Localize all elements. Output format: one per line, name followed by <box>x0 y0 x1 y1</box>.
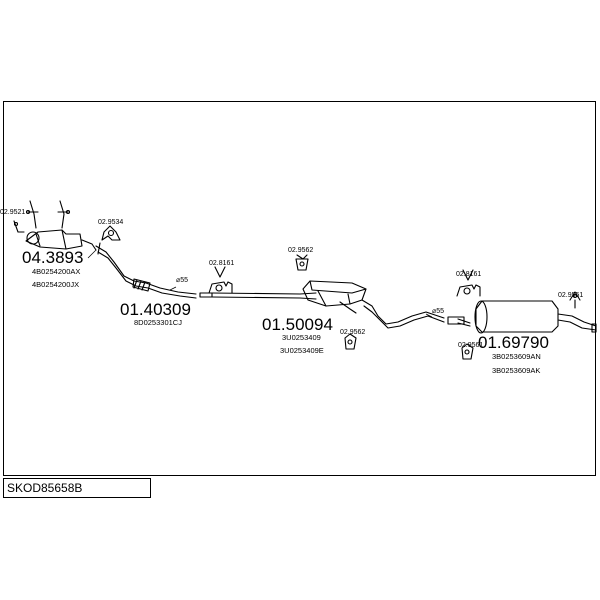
part-number: 01.69790 <box>478 333 549 352</box>
oe-reference: 3B0253609AN <box>492 352 541 361</box>
middle-pipe-shape <box>199 292 317 300</box>
accessory-label: 02.9534 <box>98 219 123 226</box>
leader-line <box>169 286 177 291</box>
hanger-02-9561-shape <box>461 343 474 360</box>
accessory-label: 02.9561 <box>458 342 483 349</box>
gasket-02-9534-shape <box>101 225 121 241</box>
accessory-label: 02.9551 <box>558 292 583 299</box>
accessory-label: 02.8161 <box>456 271 481 278</box>
oe-reference: 3B0253609AK <box>492 366 540 375</box>
oe-reference: 8D0253301CJ <box>134 318 182 327</box>
part-number: 04.3893 <box>22 248 83 267</box>
leader-line <box>87 249 97 259</box>
diagram-code: SKOD85658B <box>7 481 83 495</box>
accessory-label: 02.9562 <box>340 329 365 336</box>
part-number: 01.40309 <box>120 300 191 319</box>
oe-reference: 3U0253409E <box>280 346 324 355</box>
front-pipe-shape <box>95 242 197 299</box>
pipe-diameter-label: ⌀55 <box>432 308 444 315</box>
accessory-label: 02.9562 <box>288 247 313 254</box>
accessory-label: 02.9521 <box>0 209 25 216</box>
diagram-code-box: SKOD85658B <box>3 478 151 498</box>
pipe-diameter-label: ⌀55 <box>176 277 188 284</box>
hanger-02-9551-shape <box>569 291 581 309</box>
oe-reference: 3U0253409 <box>282 333 321 342</box>
rear-connector-shape <box>447 316 471 327</box>
hanger-02-9562-bottom-shape <box>344 333 357 350</box>
diagram-frame <box>3 101 596 476</box>
hanger-02-8161-right-shape <box>456 269 481 297</box>
accessory-label: 02.8161 <box>209 260 234 267</box>
hanger-02-9562-top-shape <box>295 254 309 271</box>
part-number: 01.50094 <box>262 315 333 334</box>
rear-silencer-shape <box>474 300 597 334</box>
catalytic-converter-shape <box>25 200 97 251</box>
oe-reference: 4B0254200AX <box>32 267 80 276</box>
leader-line <box>425 313 433 318</box>
clamp-02-9521-shape <box>13 220 25 233</box>
oe-reference: 4B0254200JX <box>32 280 79 289</box>
hanger-02-8161-left-shape <box>208 266 233 294</box>
middle-silencer-shape <box>302 280 445 329</box>
